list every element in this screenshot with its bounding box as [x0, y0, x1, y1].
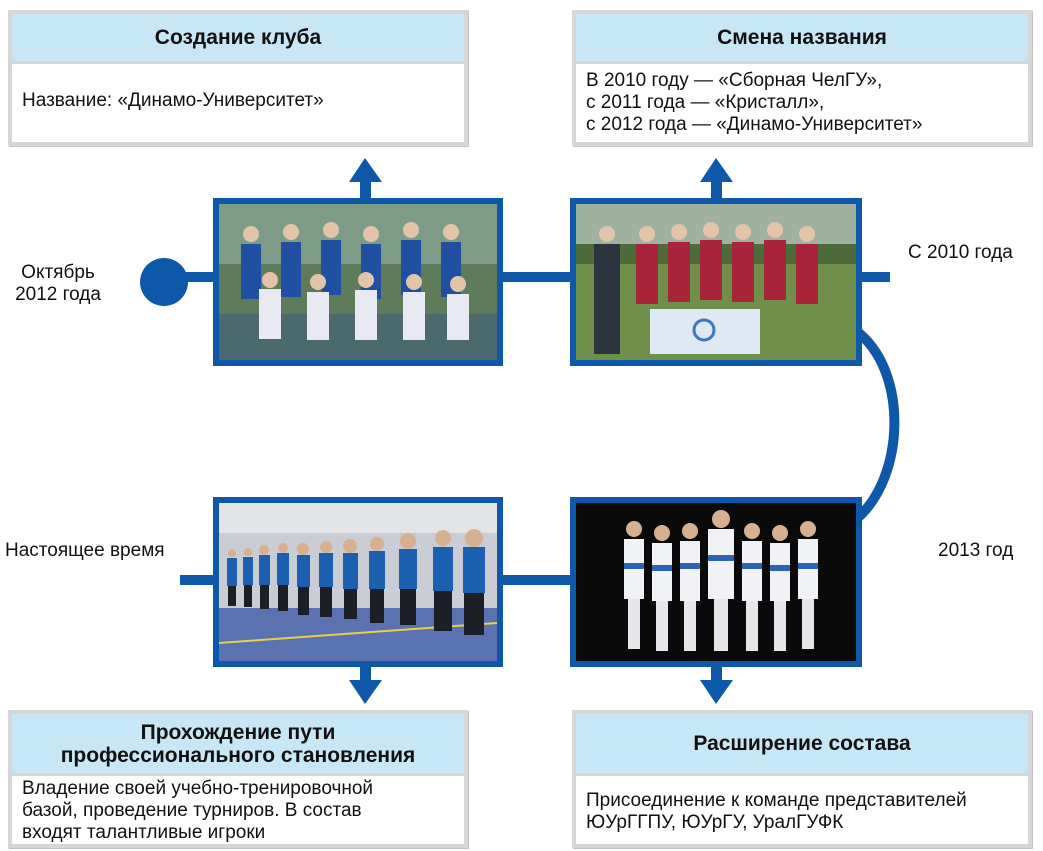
year-2013-label: 2013 год: [938, 540, 1014, 561]
professional-path-text: Владение своей учебно-тренировочной базо…: [12, 776, 464, 848]
team-photo-2013: [570, 497, 862, 667]
name-change-line: с 2011 года — «Кристалл»,: [586, 92, 825, 113]
oct-2012-label-line: 2012 года: [15, 284, 101, 305]
club-creation-text: Название: «Динамо-Университет»: [22, 90, 324, 111]
name-change-title: Смена названия: [576, 14, 1028, 64]
professional-path-line: входят талантливые игроки: [22, 822, 266, 843]
team-photo-oct-2012: [213, 198, 503, 366]
name-change-box: Смена названия В 2010 году — «Сборная Че…: [572, 10, 1032, 146]
professional-path-line: Владение своей учебно-тренировочной: [22, 778, 374, 799]
present-label: Настоящее время: [5, 540, 165, 561]
name-change-text: В 2010 году — «Сборная ЧелГУ», с 2011 го…: [576, 64, 1028, 140]
professional-path-title-line: профессионального становления: [60, 743, 416, 767]
oct-2012-label: Октябрь 2012 года: [8, 262, 108, 306]
team-photo-oct-2012-image: [219, 204, 497, 360]
professional-path-title-line: Прохождение пути: [140, 720, 336, 744]
roster-expansion-line: ЮУрГГПУ, ЮУрГУ, УралГУФК: [586, 812, 844, 833]
roster-expansion-title: Расширение состава: [576, 714, 1028, 776]
arrow-up-icon: [349, 158, 382, 205]
professional-path-box: Прохождение пути профессионального стано…: [8, 710, 468, 848]
timeline-top-line: [170, 272, 890, 282]
name-change-line: с 2012 года — «Динамо-Университет»: [586, 114, 923, 135]
professional-path-line: базой, проведение турниров. В состав: [22, 800, 362, 821]
roster-expansion-box: Расширение состава Присоединение к коман…: [572, 710, 1032, 848]
timeline-arc: [851, 325, 900, 524]
professional-path-title: Прохождение пути профессионального стано…: [12, 714, 464, 776]
roster-expansion-line: Присоединение к команде представителей: [586, 790, 967, 811]
club-creation-title: Создание клуба: [12, 14, 464, 64]
arrow-down-icon: [349, 662, 382, 704]
oct-2012-label-line: Октябрь: [21, 262, 95, 283]
roster-expansion-text: Присоединение к команде представителей Ю…: [576, 776, 1028, 838]
team-photo-since-2010-image: [576, 204, 856, 360]
timeline-start-dot: [140, 258, 188, 306]
since-2010-label: С 2010 года: [908, 242, 1013, 263]
team-photo-present: [213, 497, 503, 667]
name-change-line: В 2010 году — «Сборная ЧелГУ»,: [586, 70, 883, 91]
arrow-up-icon: [700, 158, 733, 205]
team-photo-present-image: [219, 503, 497, 661]
team-photo-2013-image: [576, 503, 856, 661]
arrow-down-icon: [700, 662, 733, 704]
club-creation-box: Создание клуба Название: «Динамо-Универс…: [8, 10, 468, 146]
team-photo-since-2010: [570, 198, 862, 366]
